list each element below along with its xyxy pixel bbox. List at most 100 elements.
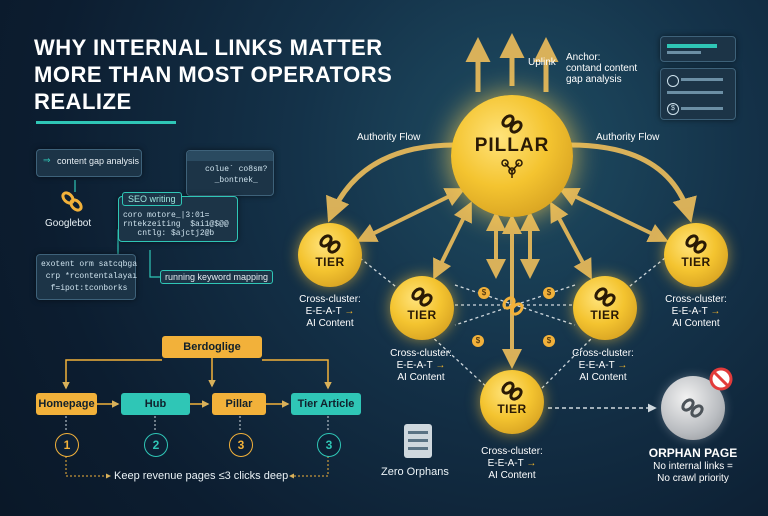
spoke-link: [356, 188, 466, 242]
arrow-icon: →: [526, 458, 537, 469]
cross-cluster-label: Cross-cluster: E-E-A-T → AI Content: [660, 294, 732, 330]
ui-bar: [667, 51, 701, 54]
network-icon: [501, 159, 523, 178]
cross-cluster-label: Cross-cluster: E-E-A-T → AI Content: [567, 348, 639, 384]
tier-label: TIER: [315, 255, 345, 269]
tier-label: TIER: [681, 255, 711, 269]
arrow-icon: →: [344, 306, 355, 317]
cross-cluster-label: Cross-cluster: E-E-A-T → AI Content: [476, 446, 548, 482]
cross-link: [539, 334, 596, 391]
eeat-text: E-E-A-T: [487, 458, 524, 469]
code-line: rntekzeiting $ai1@$@@: [123, 220, 229, 229]
eeat-text: E-E-A-T: [578, 360, 615, 371]
dollar-icon: $: [478, 287, 490, 299]
cross-cluster-title: Cross-cluster:: [572, 348, 634, 359]
spoke-link: [433, 201, 472, 280]
code-line: coro motore_|3:01=: [123, 211, 210, 220]
code-line: colue` co8sm?: [205, 165, 268, 174]
cross-link: [624, 257, 666, 291]
code-line: _bontnek_: [205, 176, 258, 185]
orphan-page-line1: No internal links =: [653, 461, 733, 472]
link-icon: [594, 287, 616, 307]
step-pillar: Pillar: [212, 393, 266, 415]
anchor-label: Anchor: contand content gap analysis: [566, 52, 638, 85]
ui-bar: [667, 91, 723, 94]
content-gap-panel: ⇒ content gap analysis: [36, 149, 142, 177]
ui-bar: [681, 107, 723, 110]
link-icon: [501, 114, 523, 134]
cross-cluster-title: Cross-cluster:: [390, 348, 452, 359]
code-line: crp *rcontentalayaı: [41, 272, 138, 281]
ai-content-text: AI Content: [672, 318, 720, 329]
pillar-node: PILLAR: [451, 95, 573, 217]
step-number: 1: [55, 433, 79, 457]
ai-content-text: AI Content: [306, 318, 354, 329]
tier-node: TIER: [390, 276, 454, 340]
ai-content-text: AI Content: [579, 372, 627, 383]
pillar-label: PILLAR: [474, 135, 550, 156]
link-icon: [685, 234, 707, 254]
eeat-text: E-E-A-T: [396, 360, 433, 371]
cross-cluster-label: Cross-cluster: E-E-A-T → AI Content: [385, 348, 457, 384]
authority-flow-label-right: Authority Flow: [596, 132, 660, 143]
link-icon: [501, 381, 523, 401]
step-number: 3: [229, 433, 253, 457]
googlebot-icon: [61, 191, 83, 212]
link-icon: [502, 296, 524, 316]
tier-label: TIER: [590, 308, 620, 322]
content-gap-text: content gap analysis: [57, 156, 140, 166]
arrow-icon: ⇒: [43, 155, 51, 165]
ai-content-text: AI Content: [488, 470, 536, 481]
authority-flow-arrow: [569, 142, 697, 223]
dollar-icon: $: [543, 287, 555, 299]
orphan-page-line2: No crawl priority: [657, 473, 729, 484]
keyword-mapping-tag: running keyword mapping: [160, 270, 274, 284]
checklist-line: [408, 431, 428, 434]
link-icon: [319, 234, 341, 254]
arrow-icon: →: [435, 360, 446, 371]
cross-cluster-title: Cross-cluster:: [665, 294, 727, 305]
panel-connector: [149, 250, 160, 278]
uplink-label: Uplink: [528, 57, 556, 68]
footnote-loop: [289, 456, 329, 479]
funnel-connector: [262, 359, 332, 390]
cross-cluster-label: Cross-cluster: E-E-A-T → AI Content: [296, 294, 364, 330]
cross-link: [359, 257, 401, 291]
code-line: f=ipot:tconborks: [41, 284, 128, 293]
click-depth-footnote: Keep revenue pages ≤3 clicks deep: [114, 470, 289, 482]
tier-node: TIER: [480, 370, 544, 434]
funnel-connector: [62, 359, 162, 390]
checklist-icon: [404, 424, 432, 458]
ui-card-top: [660, 36, 736, 62]
tier-label: TIER: [497, 402, 527, 416]
spoke-link: [558, 187, 669, 243]
arrow-icon: →: [617, 360, 628, 371]
googlebot-label: Googlebot: [45, 218, 92, 229]
cross-cluster-title: Cross-cluster:: [299, 294, 361, 305]
spoke-link: [550, 201, 592, 280]
checklist-line: [408, 447, 428, 450]
ai-content-text: AI Content: [397, 372, 445, 383]
tier-node: TIER: [298, 223, 362, 287]
dollar-icon: $: [472, 335, 484, 347]
ui-card-bottom: $: [660, 68, 736, 120]
step-number: 2: [144, 433, 168, 457]
step-tier-article: Tier Article: [291, 393, 361, 415]
checklist-line: [408, 439, 428, 442]
code-panel-top: colue` co8sm? _bontnek_: [186, 150, 274, 196]
seo-writing-tag: SEO writing: [122, 192, 182, 206]
tier-node: TIER: [573, 276, 637, 340]
funnel-top-box: Berdoglige: [162, 336, 262, 358]
exotent-panel: exotent orm satcqbga crp *rcontentalayaı…: [36, 254, 138, 300]
step-number: 3: [317, 433, 341, 457]
arrow-icon: →: [710, 306, 721, 317]
authority-flow-label-left: Authority Flow: [357, 132, 421, 143]
title-underline: [36, 121, 176, 124]
link-icon: [411, 287, 433, 307]
orphan-page-title: ORPHAN PAGE: [648, 446, 738, 460]
zero-orphans-label: Zero Orphans: [381, 466, 449, 478]
ui-bar: [667, 44, 717, 48]
user-icon: [667, 75, 679, 87]
